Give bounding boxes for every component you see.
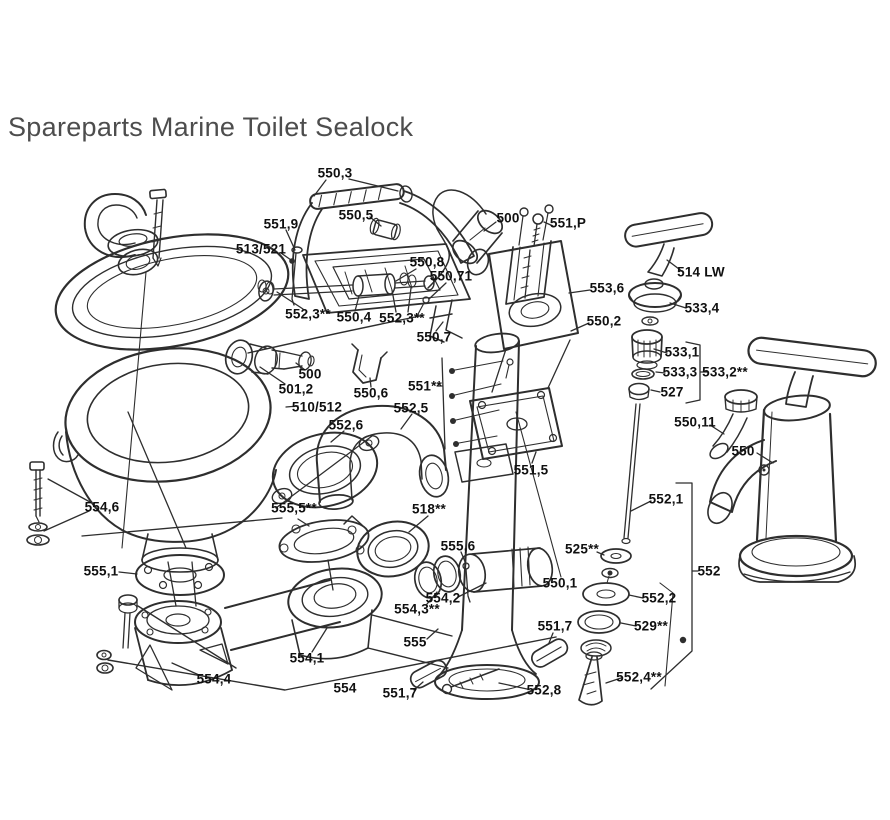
part-label: 552,8 bbox=[526, 682, 562, 698]
part-label: 550,6 bbox=[353, 385, 389, 401]
part-label: 518** bbox=[411, 501, 447, 517]
part-label: 552,2 bbox=[641, 590, 677, 606]
part-label: 552 bbox=[697, 563, 721, 579]
part-label: 513/521 bbox=[235, 241, 287, 257]
part-label: 555,1 bbox=[83, 563, 119, 579]
part-label: 550 bbox=[731, 443, 755, 459]
part-label: 501,2 bbox=[278, 381, 314, 397]
part-label: 550,3 bbox=[317, 165, 353, 181]
part-label: 554,4 bbox=[196, 671, 232, 687]
part-label: 551,P bbox=[549, 215, 587, 231]
part-label: 527 bbox=[660, 384, 684, 400]
part-label: 553,6 bbox=[589, 280, 625, 296]
part-label: 550,4 bbox=[336, 309, 372, 325]
part-label: 514 LW bbox=[677, 264, 725, 280]
part-label: 551,7 bbox=[382, 685, 418, 701]
part-label: 555 bbox=[403, 634, 427, 650]
part-label: 550,8 bbox=[409, 254, 445, 270]
part-label: 554,3** bbox=[394, 601, 440, 617]
part-label: 552,3** bbox=[379, 310, 425, 326]
part-label: 551,7 bbox=[537, 618, 573, 634]
part-label: 533,4 bbox=[684, 300, 720, 316]
part-label: 529** bbox=[633, 618, 669, 634]
part-label: 554,2 bbox=[425, 590, 461, 606]
part-label: 525** bbox=[564, 541, 600, 557]
part-label: 510/512 bbox=[291, 399, 343, 415]
part-label: 552,3** bbox=[285, 306, 331, 322]
part-label: 555,5** bbox=[271, 500, 317, 516]
part-label: 550,2 bbox=[586, 313, 622, 329]
part-label: 550,11 bbox=[674, 414, 716, 430]
part-label: 533,3 bbox=[662, 364, 698, 380]
page-title: Spareparts Marine Toilet Sealock bbox=[8, 112, 414, 142]
part-label: 533,1 bbox=[664, 344, 700, 360]
part-label: 550,71 bbox=[429, 268, 473, 284]
part-label: 551** bbox=[407, 378, 443, 394]
part-label: 500 bbox=[496, 210, 520, 226]
part-label: 550,1 bbox=[542, 575, 578, 591]
part-label: 555,6 bbox=[440, 538, 476, 554]
part-label: 552,5 bbox=[393, 400, 429, 416]
part-label: 554,6 bbox=[84, 499, 120, 515]
part-label: 551,9 bbox=[263, 216, 299, 232]
part-label: 550,7 bbox=[416, 329, 452, 345]
part-label: 552,6 bbox=[328, 417, 364, 433]
part-label: 533,2** bbox=[702, 364, 748, 380]
part-label: 554,1 bbox=[289, 650, 325, 666]
part-label: 551,5 bbox=[513, 462, 549, 478]
part-label: 550,5 bbox=[338, 207, 374, 223]
part-label: 552,4** bbox=[616, 669, 662, 685]
part-label: 500 bbox=[298, 366, 322, 382]
part-label: 554 bbox=[333, 680, 357, 696]
part-label: 552,1 bbox=[648, 491, 684, 507]
